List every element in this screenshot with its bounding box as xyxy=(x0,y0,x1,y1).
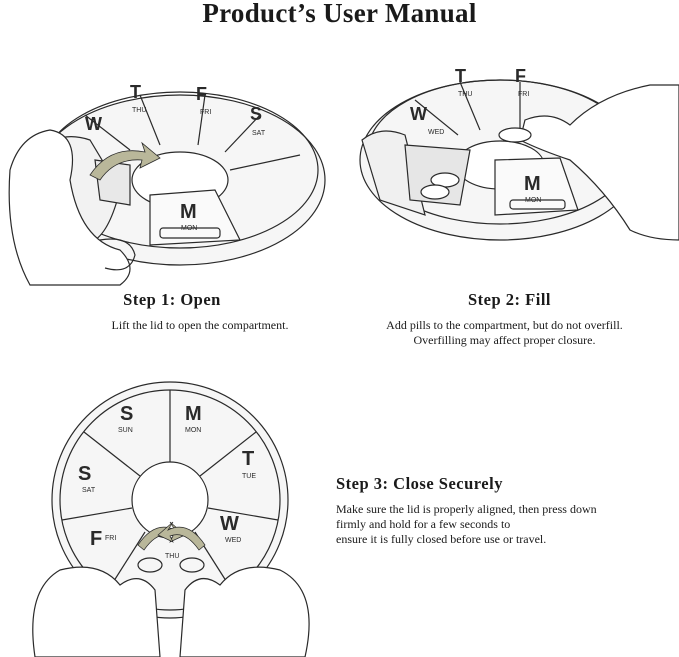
lid-letter-w: W xyxy=(85,114,102,134)
step-3-line-2: firmly and hold for a few seconds to xyxy=(336,517,676,532)
close-letter-f: F xyxy=(90,528,102,550)
illustration-close: S SUN M MON T TUE S SAT W WED F FRI THU xyxy=(20,370,320,657)
step-2-line-2: Overfilling may affect proper closure. xyxy=(330,333,679,348)
fill-letter-f: F xyxy=(515,66,526,86)
close-letter-t: T xyxy=(242,448,254,470)
close-day-fri: FRI xyxy=(105,535,116,542)
step-3-line-1: Make sure the lid is properly aligned, t… xyxy=(336,502,676,517)
illustration-fill: T THU F FRI W WED M MON xyxy=(350,40,679,250)
close-letter-w: W xyxy=(220,513,239,535)
step-2-description: Add pills to the compartment, but do not… xyxy=(330,318,679,348)
fill-day-thu: THU xyxy=(458,91,472,98)
close-day-tue: TUE xyxy=(242,473,256,480)
fill-letter-m: M xyxy=(524,173,541,195)
close-day-thu: THU xyxy=(165,553,179,560)
step-3-line-3: ensure it is fully closed before use or … xyxy=(336,532,676,547)
lid-day-thu: THU xyxy=(132,107,146,114)
fill-day-mon: MON xyxy=(525,197,541,204)
close-day-sun: SUN xyxy=(118,427,133,434)
lid-day-fri: FRI xyxy=(200,109,211,116)
lid-day-sat: SAT xyxy=(252,130,266,137)
lid-letter-f: F xyxy=(196,84,207,104)
lid-day-mon: MON xyxy=(181,225,197,232)
close-day-mon: MON xyxy=(185,427,201,434)
close-day-sat: SAT xyxy=(82,487,96,494)
fill-day-wed: WED xyxy=(428,129,444,136)
page-title: Product’s User Manual xyxy=(0,0,679,26)
fill-letter-w: W xyxy=(410,104,427,124)
lid-letter-t: T xyxy=(130,82,141,102)
fill-letter-t: T xyxy=(455,66,466,86)
fill-day-fri: FRI xyxy=(518,91,529,98)
close-letter-s2: S xyxy=(78,463,91,485)
close-letter-m: M xyxy=(185,403,202,425)
close-letter-s1: S xyxy=(120,403,133,425)
step-1-title: Step 1: Open xyxy=(0,290,344,310)
illustration-open: T THU F FRI S SAT W M MON xyxy=(0,40,330,290)
lid-letter-s: S xyxy=(250,104,262,124)
step-3-title: Step 3: Close Securely xyxy=(336,474,503,494)
step-3-description: Make sure the lid is properly aligned, t… xyxy=(336,502,676,547)
close-day-wed: WED xyxy=(225,537,241,544)
step-2-title: Step 2: Fill xyxy=(340,290,679,310)
step-2-line-1: Add pills to the compartment, but do not… xyxy=(330,318,679,333)
lid-letter-m: M xyxy=(180,201,197,223)
